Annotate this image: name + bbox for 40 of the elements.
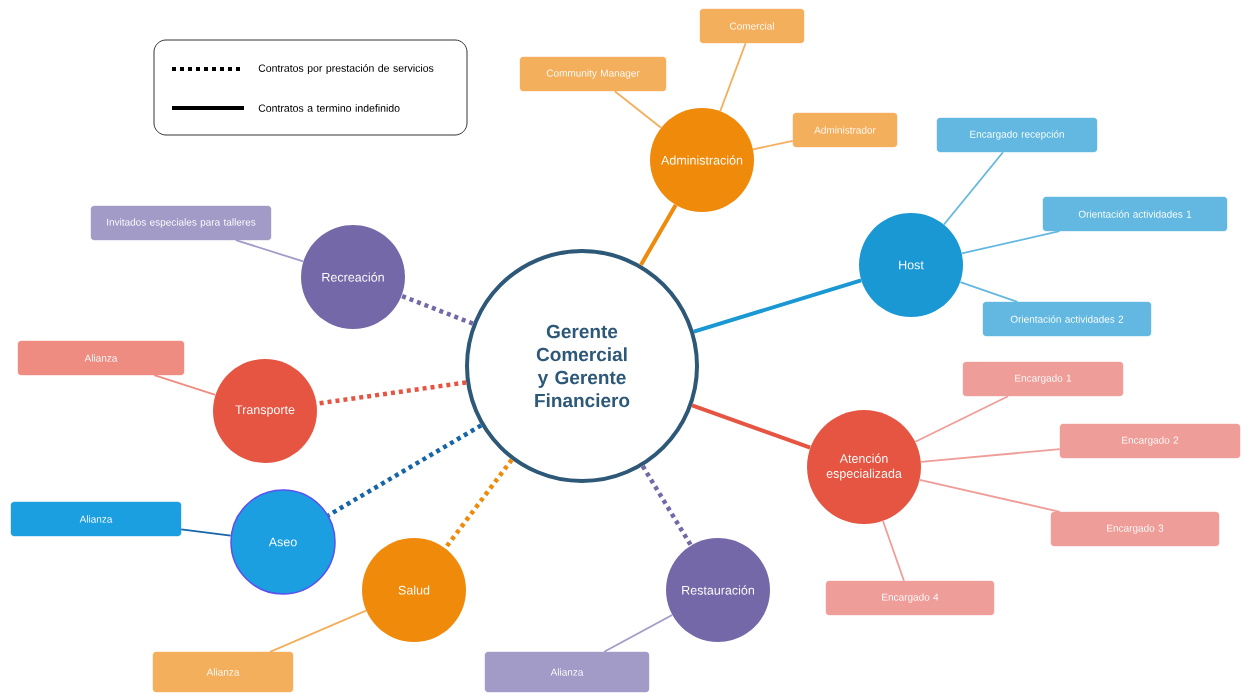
role-box: Orientación actividades 2 — [982, 301, 1152, 337]
role-box: Encargado 4 — [825, 580, 995, 616]
branch-line — [920, 448, 1061, 463]
dotted-connector — [640, 464, 693, 547]
branch-line — [180, 528, 232, 537]
role-box: Encargado 3 — [1050, 511, 1220, 547]
branch-line — [882, 520, 905, 582]
dotted-connector — [400, 293, 474, 326]
branch-line — [613, 90, 662, 129]
branch-line — [943, 151, 1004, 226]
connector-line — [693, 278, 862, 334]
dotted-connector — [443, 458, 514, 550]
connector-line — [639, 204, 678, 266]
dotted-connector — [316, 380, 467, 406]
branch-line — [719, 42, 747, 112]
legend-text: Contratos a termino indefinido — [258, 104, 400, 112]
role-box: Comercial — [699, 8, 805, 44]
branch-line — [961, 230, 1061, 255]
role-box: Alianza — [152, 651, 294, 693]
branch-line — [603, 614, 674, 653]
branch-line — [918, 478, 1061, 513]
role-box: Alianza — [10, 501, 182, 537]
branch-line — [234, 239, 305, 263]
branch-line — [269, 609, 367, 653]
legend-text: Contratos por prestación de servicios — [258, 64, 434, 74]
dotted-connector — [327, 423, 483, 518]
role-box: Community Manager — [519, 56, 667, 92]
branch-line — [752, 140, 794, 151]
role-box: Encargado 1 — [962, 361, 1124, 397]
branch-line — [914, 395, 1009, 443]
role-box: Encargado 2 — [1059, 423, 1241, 459]
role-box: Administrador — [792, 112, 898, 148]
role-box: Encargado recepción — [936, 117, 1098, 153]
role-box: Alianza — [484, 651, 650, 693]
branch-line — [959, 281, 1019, 303]
role-box: Orientación actividades 1 — [1042, 196, 1228, 232]
connector-line — [691, 403, 811, 450]
role-box: Invitados especiales para talleres — [90, 205, 272, 241]
branch-line — [153, 374, 217, 396]
role-box: Alianza — [17, 340, 185, 376]
